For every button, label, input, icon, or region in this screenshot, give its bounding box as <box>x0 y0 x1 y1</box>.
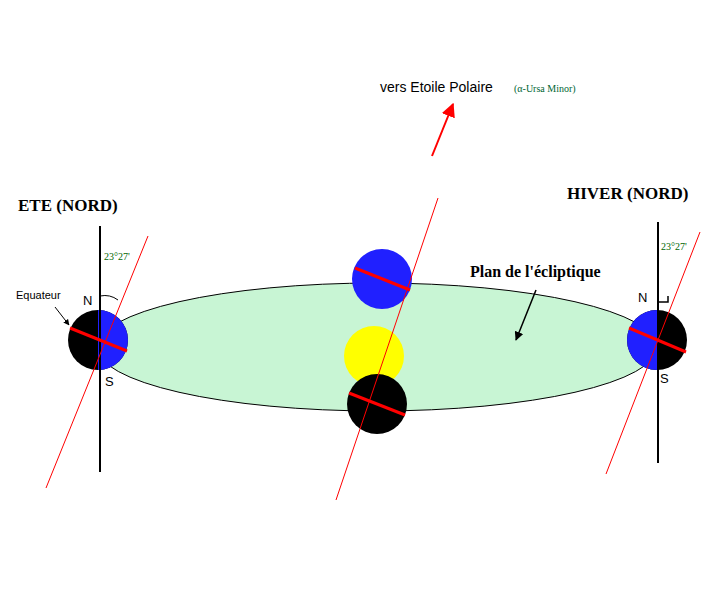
pole-label: N <box>638 291 647 305</box>
angle-label: 23°27' <box>104 251 130 262</box>
pole-label: S <box>105 375 114 389</box>
pole-label: N <box>83 294 92 308</box>
polaris-arrow <box>432 104 453 156</box>
earth-axis <box>46 236 148 488</box>
equator-line <box>629 328 686 352</box>
equator-line <box>70 328 127 351</box>
earth-summer <box>68 310 128 370</box>
pole-label: S <box>660 372 669 386</box>
season-label: ETE (NORD) <box>18 197 118 216</box>
earth-axis <box>336 198 438 500</box>
vertical-reference <box>99 226 101 472</box>
leader-line <box>516 290 536 340</box>
earth-equinox-near <box>347 374 407 434</box>
star-name: (α-Ursa Minor) <box>514 83 576 94</box>
direction-label: vers Etoile Polaire <box>380 80 493 95</box>
angle-arc <box>658 296 668 302</box>
earth-winter-lit <box>627 310 657 370</box>
season-label: HIVER (NORD) <box>567 185 688 204</box>
angle-label: 23°27' <box>661 241 687 252</box>
leader-line <box>55 307 69 325</box>
angle-arc <box>100 296 118 301</box>
earth-axis <box>606 232 700 474</box>
equator-line <box>349 393 405 415</box>
equator-label: Equateur <box>16 289 61 301</box>
plane-label: Plan de l'écliptique <box>470 263 601 281</box>
earth-equinox-far <box>352 249 412 309</box>
equator-line <box>355 268 410 290</box>
